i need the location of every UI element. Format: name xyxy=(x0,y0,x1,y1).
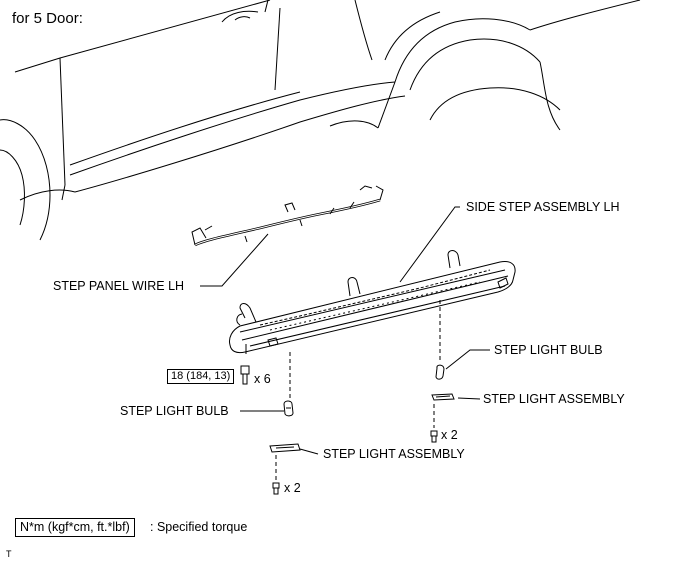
label-step-panel-wire: STEP PANEL WIRE LH xyxy=(53,279,185,293)
legend-unit-box: N*m (kgf*cm, ft.*lbf) xyxy=(15,518,135,537)
torque-spec-box: 18 (184, 13) xyxy=(167,369,235,384)
right-screw-quantity: x 2 xyxy=(441,428,458,442)
legend-description: : Specified torque xyxy=(150,520,248,534)
assembly-dashed-lines xyxy=(275,300,441,480)
step-panel-wire-harness xyxy=(191,185,384,247)
label-step-light-assembly-left: STEP LIGHT ASSEMBLY xyxy=(323,447,465,461)
label-step-light-bulb-left: STEP LIGHT BULB xyxy=(120,404,229,418)
side-step-assembly-drawing xyxy=(229,250,516,354)
main-bolt-quantity: x 6 xyxy=(254,372,271,386)
label-side-step-assembly: SIDE STEP ASSEMBLY LH xyxy=(466,200,620,214)
vehicle-body-outline xyxy=(0,0,641,241)
left-screw-quantity: x 2 xyxy=(284,481,301,495)
leader-lines xyxy=(200,206,490,455)
label-step-light-bulb-right: STEP LIGHT BULB xyxy=(494,343,603,357)
corner-mark: T xyxy=(6,549,12,559)
label-step-light-assembly-right: STEP LIGHT ASSEMBLY xyxy=(483,392,625,406)
fastener-parts xyxy=(240,364,455,495)
diagram-heading: for 5 Door: xyxy=(12,10,83,27)
